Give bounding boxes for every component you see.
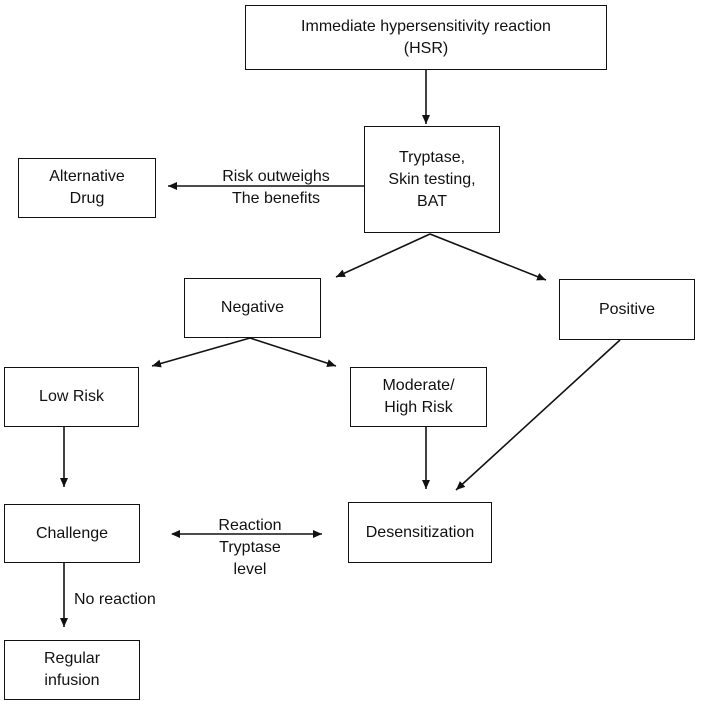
edge-label-risk: Risk outweighs The benefits <box>196 166 356 210</box>
edge-label-reaction-line-2: Tryptase <box>219 539 281 556</box>
node-alternative-drug: Alternative Drug <box>18 158 156 218</box>
arrow-testing-to-negative <box>335 233 431 278</box>
arrow-testing-to-positive <box>429 233 547 281</box>
node-negative-line-1: Negative <box>220 299 285 316</box>
node-negative: Negative <box>184 278 321 338</box>
node-testing-line-1: Tryptase, <box>398 148 466 166</box>
edge-label-reaction-line-1: Reaction <box>218 517 282 534</box>
node-regular-line-1: Regular <box>43 650 101 667</box>
node-desensitization: Desensitization <box>348 502 492 563</box>
node-testing: Tryptase, Skin testing, BAT <box>364 126 500 233</box>
node-challenge: Challenge <box>4 504 140 563</box>
node-moderate-high-risk: Moderate/ High Risk <box>350 367 487 427</box>
edge-label-no-reaction-line-1: No reaction <box>74 591 156 608</box>
arrow-negative-to-moderate <box>249 337 337 368</box>
node-challenge-line-1: Challenge <box>35 524 109 542</box>
edge-label-risk-line-2: The benefits <box>231 190 321 207</box>
edge-label-risk-line-1: Risk outweighs <box>222 168 330 185</box>
node-hsr-line-2: (HSR) <box>403 39 449 57</box>
node-alternative-line-1: Alternative <box>49 168 125 185</box>
node-hsr-line-1: Immediate hypersensitivity reaction <box>301 17 551 35</box>
node-testing-line-2: Skin testing, <box>388 170 476 188</box>
node-low-risk: Low Risk <box>4 367 139 427</box>
node-alternative-line-2: Drug <box>69 190 105 207</box>
node-positive-line-1: Positive <box>598 300 656 318</box>
node-low-risk-line-1: Low Risk <box>39 388 104 405</box>
node-regular-line-2: infusion <box>44 672 100 689</box>
edge-label-reaction: Reaction Tryptase level <box>190 515 310 581</box>
edge-label-no-reaction: No reaction <box>74 589 178 611</box>
node-testing-line-3: BAT <box>417 192 447 210</box>
node-positive: Positive <box>559 279 695 340</box>
arrow-negative-to-low-risk <box>151 337 251 368</box>
node-moderate-line-1: Moderate/ <box>382 377 455 394</box>
edge-label-reaction-line-3: level <box>233 561 267 578</box>
node-hsr: Immediate hypersensitivity reaction (HSR… <box>245 5 607 70</box>
node-desensitization-line-1: Desensitization <box>365 523 475 541</box>
node-regular-infusion: Regular infusion <box>4 640 140 700</box>
arrow-positive-to-desensitization <box>455 339 621 491</box>
node-moderate-line-2: High Risk <box>384 399 453 416</box>
